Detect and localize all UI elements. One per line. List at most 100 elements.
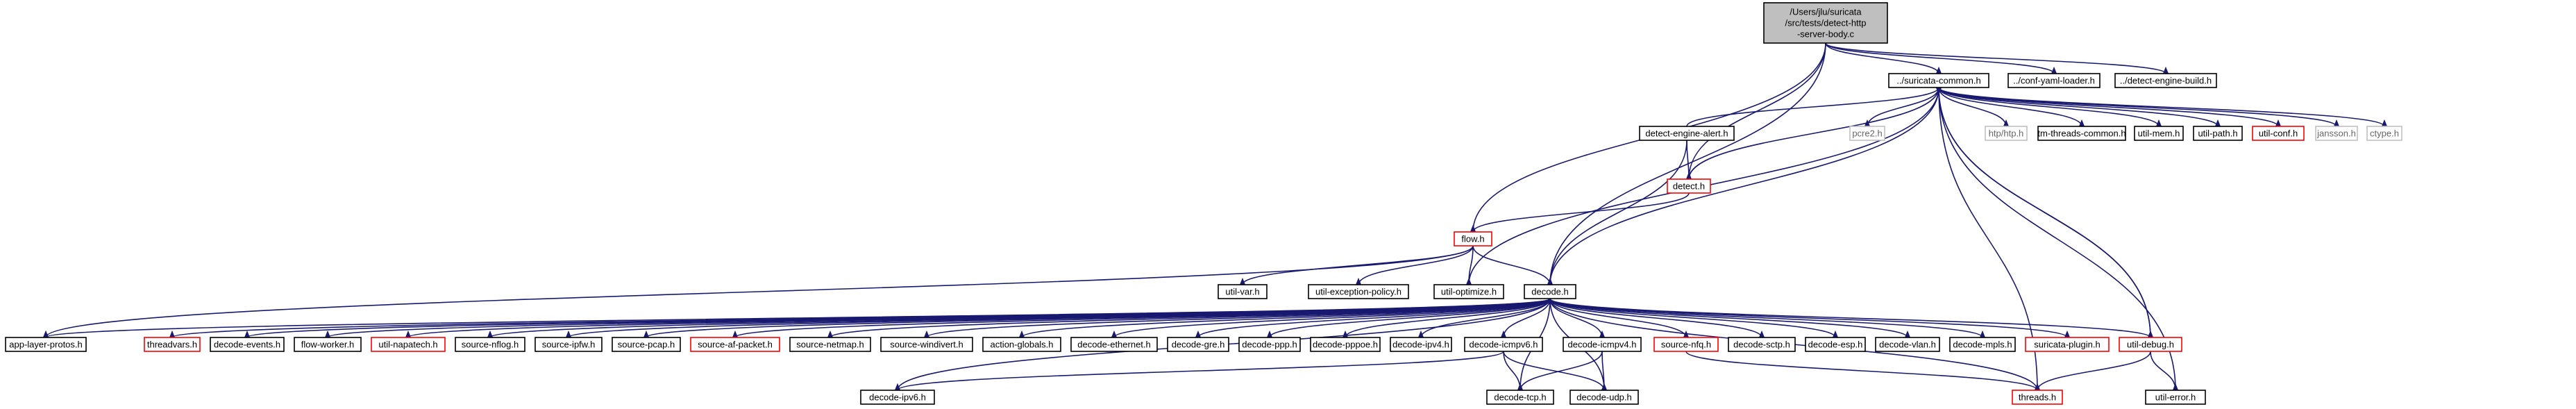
node-util-exception[interactable]: util-exception-policy.h [1308, 284, 1409, 299]
node-util-optimize[interactable]: util-optimize.h [1433, 284, 1504, 299]
node-app-layer[interactable]: app-layer-protos.h [5, 337, 87, 352]
edge-flow-to-util-exception [1355, 245, 1474, 286]
node-box [2037, 126, 2126, 141]
node-label: decode-events.h [214, 340, 280, 350]
node-decode-icmpv6[interactable]: decode-icmpv6.h [1464, 337, 1543, 352]
node-detect-alert[interactable]: detect-engine-alert.h [1639, 126, 1735, 141]
node-util-error[interactable]: util-error.h [2145, 390, 2206, 405]
node-label: threadvars.h [147, 340, 197, 350]
node-box [455, 337, 525, 352]
node-detect-build[interactable]: ../detect-engine-build.h [2114, 73, 2217, 88]
node-decode-ipv4[interactable]: decode-ipv4.h [1390, 337, 1452, 352]
node-box [371, 337, 446, 352]
node-ctype[interactable]: ctype.h [2366, 126, 2402, 141]
node-suricata-common[interactable]: ../suricata-common.h [1888, 73, 1989, 88]
node-label: pcre2.h [1852, 128, 1882, 139]
node-source-netmap[interactable]: source-netmap.h [789, 337, 871, 352]
node-util-conf[interactable]: util-conf.h [2252, 126, 2305, 141]
node-decode-mpls[interactable]: decode-mpls.h [1949, 337, 2016, 352]
node-detect[interactable]: detect.h [1667, 178, 1711, 194]
node-label: decode-udp.h [1576, 392, 1632, 403]
node-box [860, 390, 935, 405]
node-decode-tcp[interactable]: decode-tcp.h [1486, 390, 1554, 405]
node-flow[interactable]: flow.h [1454, 231, 1492, 247]
node-label: ../suricata-common.h [1896, 76, 1980, 86]
node-box [1763, 2, 1888, 44]
node-jansson[interactable]: jansson.h [2315, 126, 2358, 141]
node-decode-gre[interactable]: decode-gre.h [1167, 337, 1229, 352]
edge-decode-to-decode-ppp [1266, 298, 1551, 339]
edge-decode-icmpv6-to-decode-tcp [1503, 351, 1524, 392]
node-label: /src/tests/detect-http [1785, 18, 1866, 28]
node-box [1308, 284, 1409, 299]
node-decode-ppp[interactable]: decode-ppp.h [1238, 337, 1301, 352]
node-label: decode-icmpv6.h [1470, 340, 1538, 350]
edge-detect-alert-to-decode [1547, 140, 1687, 286]
node-htp[interactable]: htp/htp.h [1985, 126, 2028, 141]
node-decode-ipv6[interactable]: decode-ipv6.h [860, 390, 935, 405]
node-label: util-error.h [2155, 392, 2196, 403]
node-label: source-ipfw.h [542, 340, 596, 350]
edge-root-to-detect-build [1825, 42, 2169, 75]
edge-decode-to-decode-sctp [1549, 298, 1765, 339]
node-source-pcap[interactable]: source-pcap.h [612, 337, 681, 352]
edge-decode-to-source-windivert [923, 298, 1551, 339]
node-label: flow.h [1461, 234, 1484, 244]
edge-decode-to-decode-events [244, 298, 1551, 339]
node-label: source-windivert.h [890, 340, 963, 350]
edge-detect-to-suricata-common [1688, 86, 1942, 180]
edge-decode-to-decode-ethernet [1111, 298, 1551, 339]
node-util-napatech[interactable]: util-napatech.h [371, 337, 446, 352]
node-decode-esp[interactable]: decode-esp.h [1805, 337, 1866, 352]
node-source-windivert[interactable]: source-windivert.h [880, 337, 973, 352]
node-decode-udp[interactable]: decode-udp.h [1569, 390, 1639, 405]
node-threadvars[interactable]: threadvars.h [144, 337, 201, 352]
node-label: util-mem.h [2138, 128, 2180, 139]
node-decode-icmpv4[interactable]: decode-icmpv4.h [1563, 337, 1642, 352]
node-box [2252, 126, 2305, 141]
node-box [789, 337, 871, 352]
edge-detect-to-flow [1470, 192, 1690, 233]
node-source-af-packet[interactable]: source-af-packet.h [690, 337, 780, 352]
node-label: /Users/jlu/suricata [1790, 7, 1862, 17]
node-root[interactable]: /Users/jlu/suricata/src/tests/detect-htt… [1763, 2, 1888, 44]
node-box [612, 337, 681, 352]
edge-suricata-common-to-jansson [1938, 87, 2340, 128]
node-box [1805, 337, 1866, 352]
edge-decode-to-decode-pppoe [1342, 298, 1551, 339]
node-util-var[interactable]: util-var.h [1218, 284, 1268, 299]
node-decode[interactable]: decode.h [1524, 284, 1576, 299]
node-action-globals[interactable]: action-globals.h [982, 337, 1061, 352]
node-pcre2[interactable]: pcre2.h [1849, 126, 1885, 141]
node-source-ipfw[interactable]: source-ipfw.h [534, 337, 603, 352]
edge-decode-to-action-globals [1018, 298, 1551, 339]
node-source-nflog[interactable]: source-nflog.h [455, 337, 525, 352]
node-tm-threads[interactable]: tm-threads-common.h [2037, 126, 2126, 141]
node-source-nfq[interactable]: source-nfq.h [1653, 337, 1719, 352]
node-conf-yaml[interactable]: ../conf-yaml-loader.h [2007, 73, 2101, 88]
node-decode-pppoe[interactable]: decode-pppoe.h [1310, 337, 1381, 352]
node-threads[interactable]: threads.h [2012, 390, 2063, 405]
edge-decode-to-decode-gre [1195, 298, 1551, 339]
node-box [1486, 390, 1554, 405]
node-suricata-plugin[interactable]: suricata-plugin.h [2025, 337, 2110, 352]
node-box [1454, 231, 1492, 247]
edge-suricata-common-to-util-error [1938, 87, 2179, 392]
node-util-mem[interactable]: util-mem.h [2134, 126, 2184, 141]
edge-decode-icmpv6-to-decode-ipv6 [894, 351, 1504, 392]
node-box [880, 337, 973, 352]
node-util-debug[interactable]: util-debug.h [2119, 337, 2182, 352]
edge-suricata-common-to-util-mem [1938, 87, 2162, 128]
node-decode-vlan[interactable]: decode-vlan.h [1875, 337, 1940, 352]
node-util-path[interactable]: util-path.h [2193, 126, 2243, 141]
node-flow-worker[interactable]: flow-worker.h [294, 337, 362, 352]
node-decode-events[interactable]: decode-events.h [210, 337, 285, 352]
node-decode-ethernet[interactable]: decode-ethernet.h [1070, 337, 1158, 352]
node-label: decode-esp.h [1808, 340, 1863, 350]
node-box [1464, 337, 1543, 352]
edge-suricata-common-to-util-path [1938, 87, 2221, 128]
edge-decode-icmpv4-to-decode-udp [1601, 351, 1608, 392]
edge-decode-to-suricata-plugin [1549, 298, 2071, 339]
node-decode-sctp[interactable]: decode-sctp.h [1728, 337, 1796, 352]
